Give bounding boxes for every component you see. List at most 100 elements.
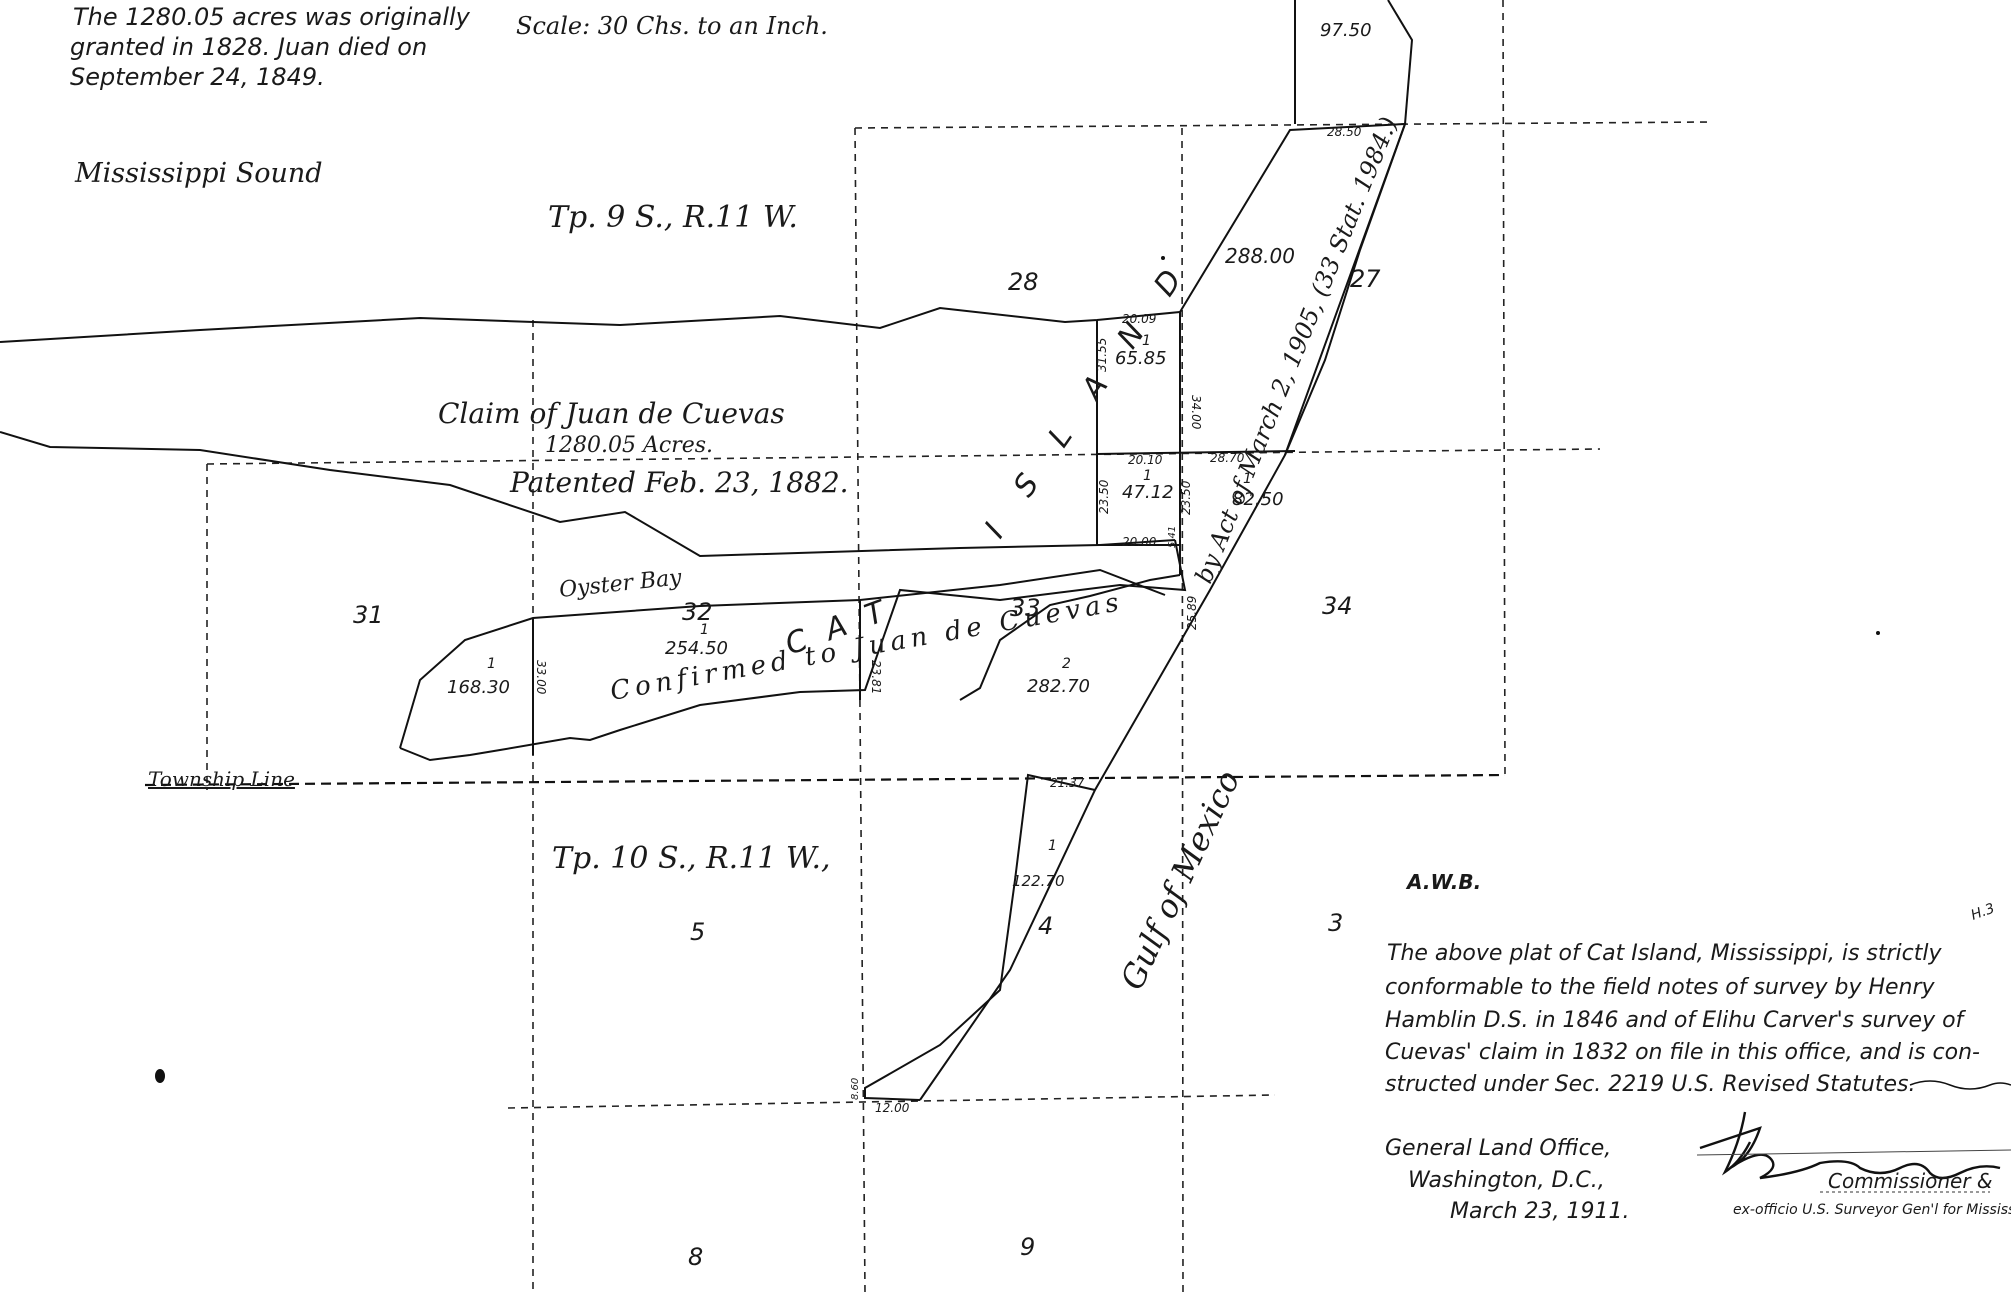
office-line-1: General Land Office, <box>1385 1136 1611 1161</box>
section-33: 33 <box>1010 594 1041 622</box>
section-34: 34 <box>1322 592 1353 620</box>
main-north-shore <box>399 568 1166 749</box>
lot-numbers: 1 1 1 1 2 1 1 <box>487 333 1252 854</box>
ink-speck <box>1876 631 1880 635</box>
oyster-bay-label: Oyster Bay <box>558 565 683 603</box>
township-line-label: Township Line <box>148 767 295 791</box>
township-line <box>144 773 1506 787</box>
spit-south-shore <box>0 431 1176 558</box>
certification-line-3: Hamblin D.S. in 1846 and of Elihu Carver… <box>1385 1008 1967 1033</box>
township-north-label: Tp. 9 S., R.11 W. <box>548 200 798 235</box>
section-numbers: 27 28 31 32 33 34 3 4 5 8 9 <box>353 265 1381 1271</box>
acreage-122-70: 122.70 <box>1012 872 1065 890</box>
office-line-3: March 23, 1911. <box>1450 1199 1630 1224</box>
claim-line-2: 1280.05 Acres. <box>545 433 713 458</box>
note-line-3: September 24, 1849. <box>70 63 325 91</box>
lot-number: 1 <box>1143 468 1152 484</box>
mississippi-sound-label: Mississippi Sound <box>74 158 323 189</box>
certification: The above plat of Cat Island, Mississipp… <box>1385 941 2011 1097</box>
flourish-mark <box>1909 1080 2011 1090</box>
lot-number: 1 <box>700 622 709 638</box>
act-label: by Act of March 2, 1905, (33 Stat. 1984.… <box>1190 113 1403 587</box>
office-block: General Land Office, Washington, D.C., M… <box>1385 1136 1630 1224</box>
east-strip-east-edge <box>1284 123 1406 456</box>
distance: 23.81 <box>869 660 883 694</box>
acreage-168-30: 168.30 <box>447 677 510 698</box>
certification-line-4: Cuevas' claim in 1832 on file in this of… <box>1385 1040 1980 1065</box>
distance: 34.00 <box>1189 395 1203 430</box>
island-outline <box>0 0 1414 1101</box>
distance: 28.70 <box>1210 451 1245 465</box>
distance: 20.09 <box>1122 312 1156 326</box>
survey-distances: 28.50 20.09 34.00 31.55 20.10 28.70 23.5… <box>534 125 1362 1115</box>
acreages: 97.50 288.00 65.85 47.12 82.50 254.50 16… <box>447 20 1372 890</box>
distance: 8.60 <box>850 1078 861 1100</box>
ink-speck <box>155 1069 165 1083</box>
certification-line-1: The above plat of Cat Island, Mississipp… <box>1387 941 1942 966</box>
office-line-2: Washington, D.C., <box>1408 1168 1605 1193</box>
grid-line-h2 <box>206 448 1601 465</box>
distance: 28.50 <box>1327 125 1362 139</box>
handwritten-note: The 1280.05 acres was originally granted… <box>70 3 471 91</box>
south-point <box>864 773 1096 1101</box>
grid-line-v3 <box>1181 127 1184 1293</box>
grid-line-h1 <box>854 121 1711 129</box>
distance: 33.00 <box>534 660 548 695</box>
signature-stroke <box>1721 1111 1752 1176</box>
section-28: 28 <box>1008 268 1039 296</box>
township-south-label: Tp. 10 S., R.11 W., <box>552 841 831 876</box>
north-extension-east <box>1387 0 1414 125</box>
note-line-2: granted in 1828. Juan died on <box>70 33 427 61</box>
acreage-288: 288.00 <box>1225 244 1295 268</box>
certification-line-2: conformable to the field notes of survey… <box>1385 975 1936 1000</box>
distance: 23.50 <box>1179 480 1193 515</box>
lot-number: 2 <box>1062 656 1071 672</box>
signature-stroke <box>1699 1126 2001 1180</box>
section-31: 31 <box>353 601 384 629</box>
section-grid <box>206 0 1711 1293</box>
distance: 23.50 <box>1097 479 1111 514</box>
distance: 25.89 <box>1185 596 1199 630</box>
ink-speck <box>1161 256 1165 260</box>
body-east <box>959 574 1181 701</box>
grid-line-v4 <box>1502 0 1506 776</box>
distance: 20.00 <box>1122 535 1157 549</box>
gulf-label: Gulf of Mexico <box>1113 765 1248 996</box>
main-south-shore <box>399 539 1187 762</box>
signature-line <box>1696 1149 2011 1156</box>
certification-line-5: structed under Sec. 2219 U.S. Revised St… <box>1385 1072 1916 1097</box>
lot-number: 1 <box>1243 471 1252 487</box>
distance: 31.55 <box>1095 338 1109 372</box>
claim-line-1: Claim of Juan de Cuevas <box>438 397 785 430</box>
section-32: 32 <box>682 598 713 626</box>
section-9: 9 <box>1020 1233 1035 1261</box>
acreage-282-70: 282.70 <box>1027 676 1090 697</box>
corner-mark: H.3 <box>1969 901 1997 924</box>
distance: 12.00 <box>875 1101 910 1115</box>
lot-number: 1 <box>487 656 496 672</box>
scale-label: Scale: 30 Chs. to an Inch. <box>516 12 828 40</box>
initials: A.W.B. <box>1405 870 1481 894</box>
section-4: 4 <box>1038 912 1053 940</box>
commissioner-signature <box>1696 1111 2011 1180</box>
lot-number: 1 <box>1048 838 1057 854</box>
claim-line-3: Patented Feb. 23, 1882. <box>509 466 849 499</box>
grid-line-v2 <box>854 127 866 1293</box>
signer-title-2: ex-officio U.S. Surveyor Gen'l for Missi… <box>1733 1202 2011 1218</box>
section-27: 27 <box>1350 265 1381 293</box>
east-strip-west-edge <box>919 122 1407 1101</box>
acreage-97-50: 97.50 <box>1320 20 1372 41</box>
distance: 20.10 <box>1128 453 1163 467</box>
acreage-254-50: 254.50 <box>665 638 728 659</box>
lot-middle-line <box>1096 450 1296 455</box>
acreage-65-85: 65.85 <box>1115 348 1167 369</box>
section-8: 8 <box>688 1243 703 1271</box>
acreage-82-50: 82.50 <box>1232 489 1284 510</box>
section-5: 5 <box>690 918 705 946</box>
acreage-47-12: 47.12 <box>1122 482 1174 503</box>
section-3: 3 <box>1328 909 1343 937</box>
lot-number: 1 <box>1142 333 1151 349</box>
note-line-1: The 1280.05 acres was originally <box>73 3 471 31</box>
